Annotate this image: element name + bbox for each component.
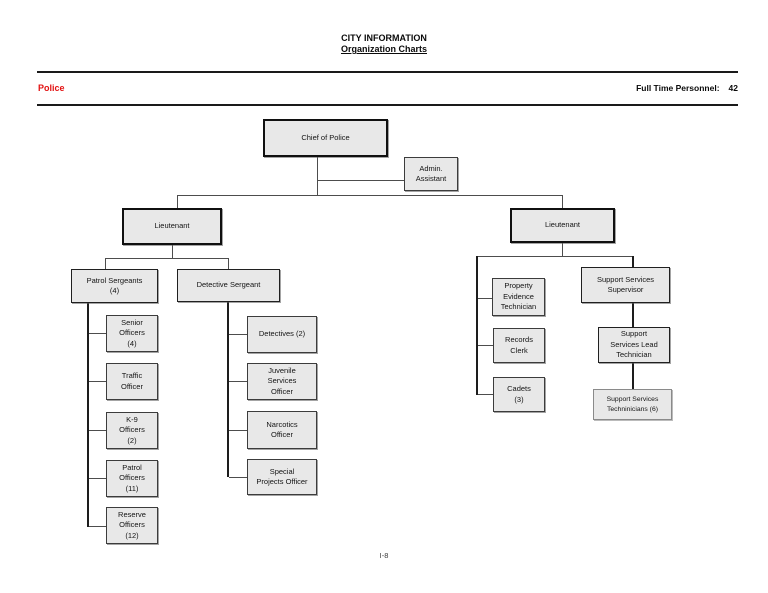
connector-detective-spine (227, 302, 229, 477)
connector-right-lt-down (562, 243, 563, 256)
connector-det-sgt-drop (228, 258, 229, 269)
node-support-services-supervisor: Support Services Supervisor (581, 267, 670, 303)
node-traffic-officer: Traffic Officer (106, 363, 158, 400)
node-k9-officers: K-9 Officers (2) (106, 412, 158, 449)
connector-chief-down (317, 157, 318, 195)
node-juvenile-services-officer: Juvenile Services Officer (247, 363, 317, 400)
node-support-services-technicians: Support Services Techninicians (6) (593, 389, 672, 420)
connector-stub-traffic (89, 381, 106, 382)
connector-left-branch (105, 258, 229, 259)
connector-admin (317, 180, 404, 181)
node-chief-of-police: Chief of Police (263, 119, 388, 157)
node-detectives: Detectives (2) (247, 316, 317, 353)
connector-left-lt-down (172, 245, 173, 258)
connector-stub-cadets (478, 394, 493, 395)
node-special-projects-officer: Special Projects Officer (247, 459, 317, 495)
node-narcotics-officer: Narcotics Officer (247, 411, 317, 449)
node-patrol-officers: Patrol Officers (11) (106, 460, 158, 497)
node-support-services-lead-technician: Support Services Lead Technician (598, 327, 670, 363)
connector-patrol-spine (87, 303, 89, 527)
connector-right-lt-drop (562, 195, 563, 208)
connector-techs-drop (632, 363, 634, 389)
connector-left-lt-drop (177, 195, 178, 208)
connector-stub-records (478, 345, 493, 346)
page-title: CITY INFORMATION Organization Charts (0, 33, 768, 55)
node-lieutenant-right: Lieutenant (510, 208, 615, 243)
connector-stub-narcotics (229, 430, 247, 431)
connector-lieutenants-branch (177, 195, 563, 196)
node-property-evidence-technician: Property Evidence Technician (492, 278, 545, 316)
page-title-line1: CITY INFORMATION (341, 33, 427, 43)
node-cadets: Cadets (3) (493, 377, 545, 412)
connector-stub-senior (89, 333, 106, 334)
node-lieutenant-left: Lieutenant (122, 208, 222, 245)
personnel-label: Full Time Personnel: (636, 83, 720, 93)
node-admin-assistant: Admin. Assistant (404, 157, 458, 191)
node-patrol-sergeants: Patrol Sergeants (4) (71, 269, 158, 303)
node-senior-officers: Senior Officers (4) (106, 315, 158, 352)
connector-right-branch (477, 256, 634, 257)
connector-patrol-sgt-drop (105, 258, 106, 269)
personnel-summary: Full Time Personnel: 42 (636, 83, 738, 93)
header-rule-top (37, 71, 738, 73)
connector-stub-k9 (89, 430, 106, 431)
node-reserve-officers: Reserve Officers (12) (106, 507, 158, 544)
connector-stub-special (229, 477, 247, 478)
connector-stub-patrol-off (89, 478, 106, 479)
connector-supervisor-drop (632, 256, 634, 267)
connector-lead-drop (632, 303, 634, 327)
page-title-line2: Organization Charts (340, 44, 427, 54)
department-label: Police (38, 83, 65, 93)
connector-stub-property (478, 298, 492, 299)
connector-stub-reserve (89, 526, 106, 527)
connector-right-spine (476, 256, 478, 395)
connector-stub-juvenile (229, 381, 247, 382)
page-number: I-8 (379, 551, 389, 560)
personnel-value: 42 (728, 83, 738, 93)
connector-stub-detectives (229, 334, 247, 335)
node-detective-sergeant: Detective Sergeant (177, 269, 280, 302)
header-rule-bottom (37, 104, 738, 106)
node-records-clerk: Records Clerk (493, 328, 545, 363)
